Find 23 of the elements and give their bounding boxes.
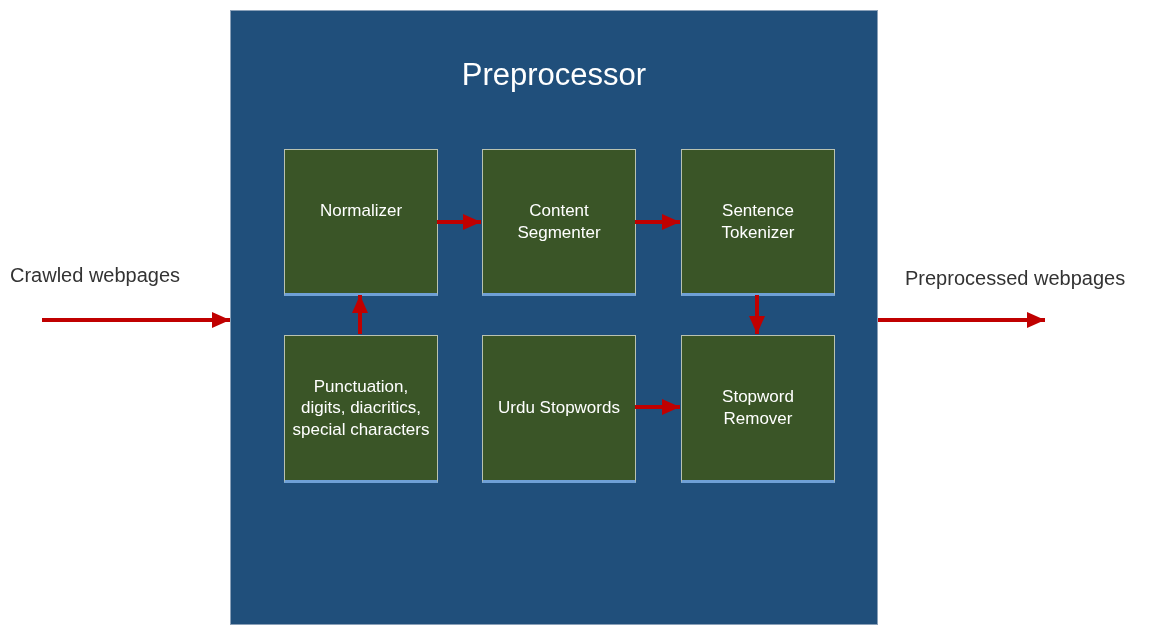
arrow [878, 312, 1045, 328]
flow-label: Preprocessed webpages [905, 267, 1126, 290]
arrow [749, 295, 765, 334]
process-box [284, 149, 438, 296]
arrow [42, 312, 230, 328]
box-label: Sentence Tokenizer [720, 200, 796, 244]
arrow [635, 214, 680, 230]
arrow [635, 399, 680, 415]
flow-label: Crawled webpages [10, 264, 181, 287]
panel [230, 10, 878, 625]
process-box [284, 335, 438, 483]
process-box [482, 335, 636, 483]
arrow [437, 214, 481, 230]
box-label: Urdu Stopwords [498, 397, 620, 419]
process-box [681, 149, 835, 296]
process-box [681, 335, 835, 483]
box-label: Normalizer [319, 200, 403, 222]
arrow [352, 295, 368, 334]
box-label: Stopword Remover [721, 386, 795, 430]
box-label: Content Segmenter [516, 200, 602, 244]
panel-title: Preprocessor [460, 57, 648, 93]
box-label: Punctuation, digits, diacritics, special characters [291, 375, 431, 441]
process-box [482, 149, 636, 296]
